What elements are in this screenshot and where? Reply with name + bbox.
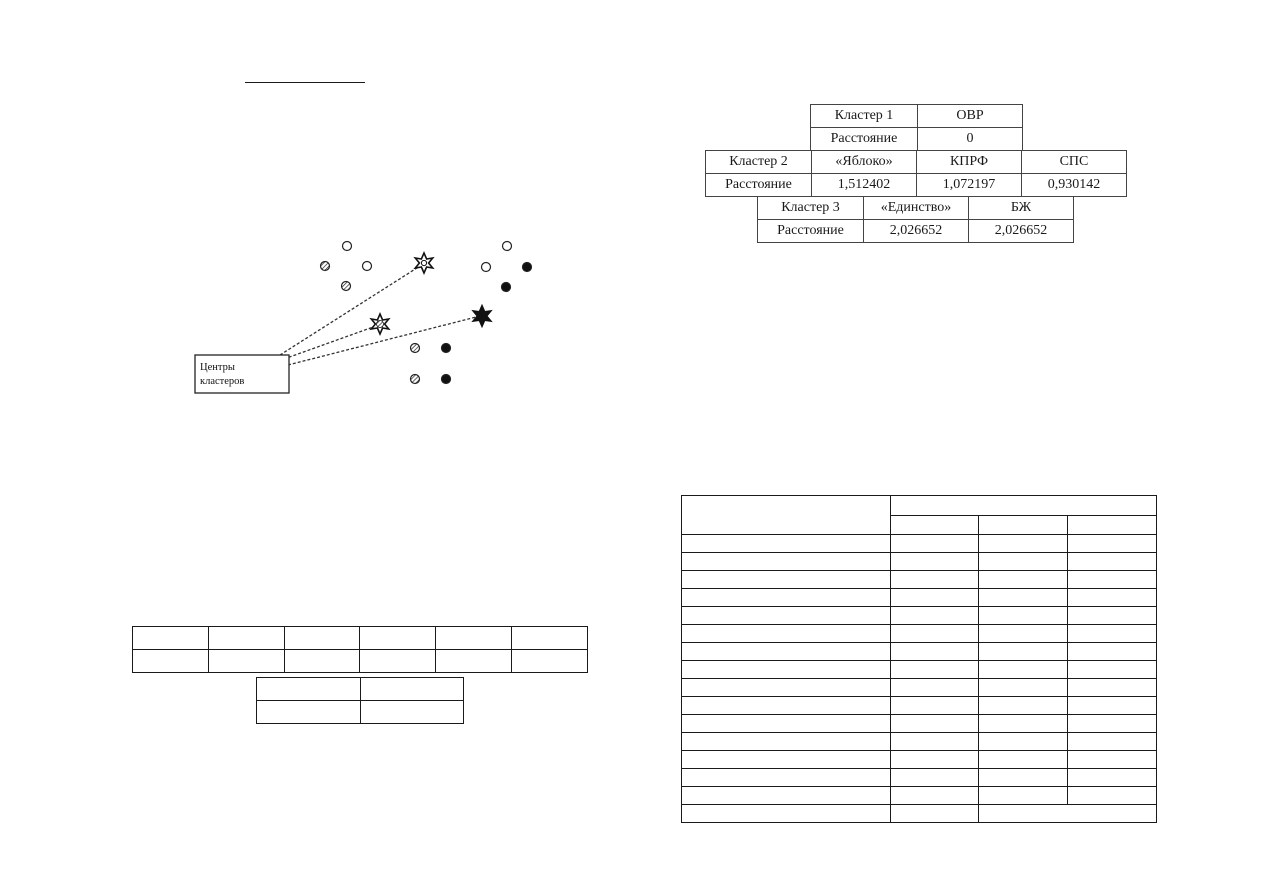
point-hatched — [319, 260, 331, 272]
cell: СПС — [1021, 150, 1127, 174]
point-filled — [521, 261, 533, 273]
cell: 2,026652 — [863, 219, 969, 243]
underline-rule — [245, 82, 365, 83]
cluster2-table: Кластер 2 «Яблоко» КПРФ СПС Расстояние 1… — [705, 150, 1127, 197]
cluster1-table: Кластер 1 ОВР Расстояние 0 — [810, 104, 1023, 151]
link-line — [287, 315, 481, 366]
point-open — [341, 240, 353, 252]
cluster3-table: Кластер 3 «Единство» БЖ Расстояние 2,026… — [757, 196, 1074, 243]
center-star-filled — [471, 303, 493, 329]
point-filled — [440, 373, 452, 385]
empty-table-large — [681, 495, 1158, 823]
center-star-open — [413, 250, 435, 276]
point-open — [501, 240, 513, 252]
cell: 0,930142 — [1021, 173, 1127, 197]
point-hatched — [340, 280, 352, 292]
point-hatched — [409, 373, 421, 385]
center-star-hatched — [369, 311, 391, 337]
cell: 2,026652 — [968, 219, 1074, 243]
box-label-line1: Центры — [200, 362, 235, 373]
empty-table-small — [256, 677, 464, 724]
cell: 0 — [917, 127, 1023, 151]
point-filled — [440, 342, 452, 354]
point-open — [480, 261, 492, 273]
link-line — [279, 265, 421, 356]
cell: БЖ — [968, 196, 1074, 220]
cell: Кластер 2 — [705, 150, 812, 174]
cell: «Яблоко» — [811, 150, 917, 174]
cell: Кластер 1 — [810, 104, 918, 128]
cell: 1,512402 — [811, 173, 917, 197]
cell: «Единство» — [863, 196, 969, 220]
link-line — [283, 325, 377, 360]
point-open — [361, 260, 373, 272]
point-hatched — [409, 342, 421, 354]
cell: Кластер 3 — [757, 196, 864, 220]
cell: Расстояние — [810, 127, 918, 151]
empty-table-wide — [132, 626, 588, 673]
point-filled — [500, 281, 512, 293]
cell: 1,072197 — [916, 173, 1022, 197]
cell: Расстояние — [705, 173, 812, 197]
cell: Расстояние — [757, 219, 864, 243]
cell: КПРФ — [916, 150, 1022, 174]
box-label-line2: кластеров — [200, 376, 244, 387]
centers-box — [194, 354, 290, 394]
cell: ОВР — [917, 104, 1023, 128]
cluster-centers-diagram: Центры кластеров — [194, 240, 533, 394]
